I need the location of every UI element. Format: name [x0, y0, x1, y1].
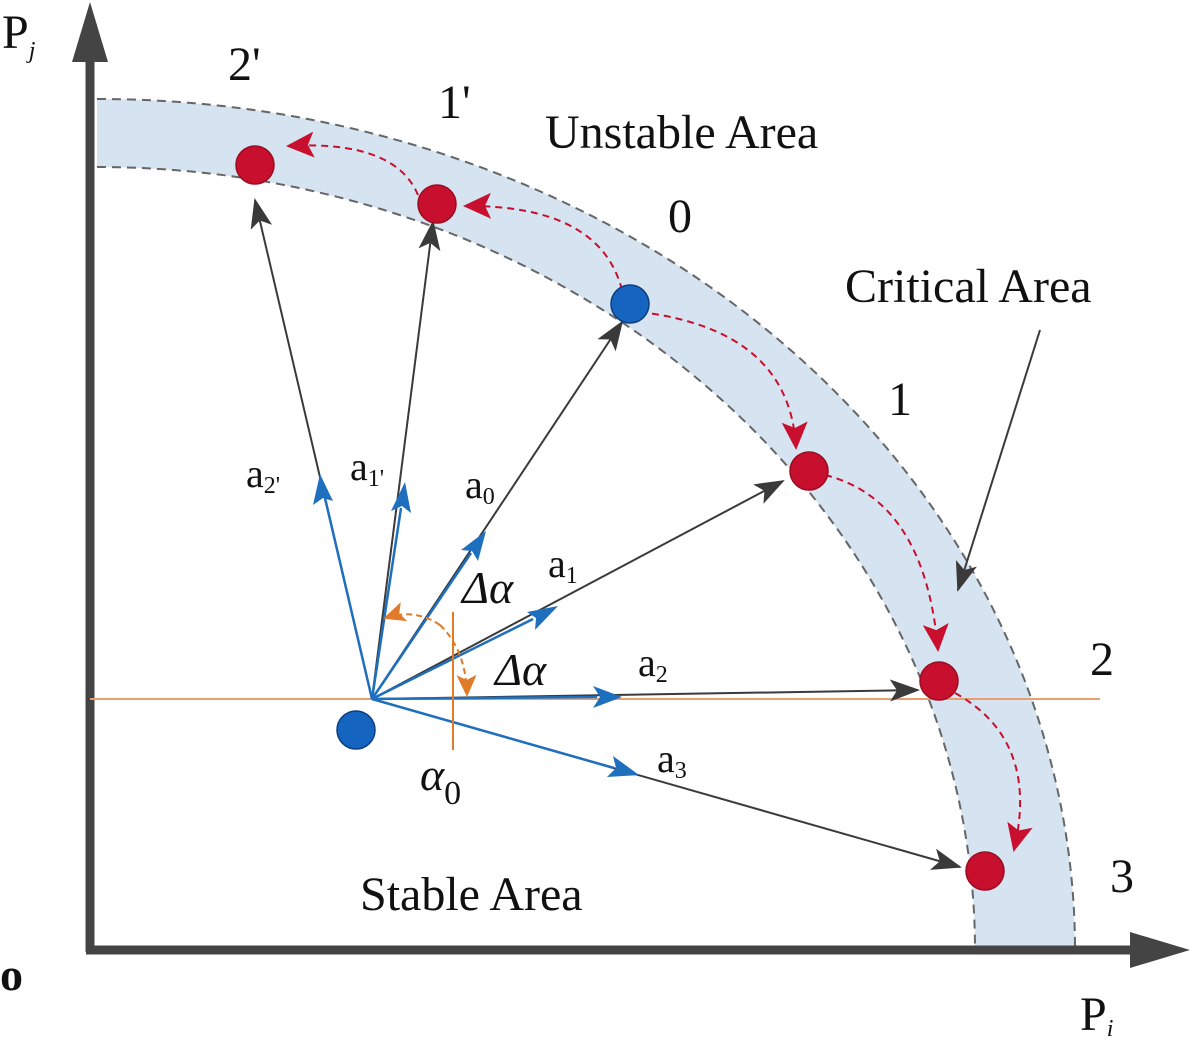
unit-a2p-line — [323, 497, 374, 700]
point-1 — [789, 451, 829, 491]
stable-area-label: Stable Area — [360, 868, 583, 921]
critical-band — [97, 99, 1075, 950]
point-label-0: 0 — [668, 190, 692, 243]
vector-label-a2: a2 — [638, 640, 668, 688]
delta-alpha-label-lower: Δα — [493, 644, 547, 695]
trajectory-1-to-2 — [824, 474, 949, 652]
critical-band-outer-edge — [96, 98, 1076, 951]
point-label-3: 3 — [1110, 850, 1134, 903]
delta-alpha-label-upper: Δα — [460, 562, 514, 613]
point-label-2p: 2' — [228, 38, 261, 91]
vector-label-a1p-sub: 1' — [368, 466, 384, 492]
vector-label-a0-sub: 0 — [483, 484, 495, 510]
alpha0-label: α0 — [420, 749, 461, 812]
point-label-1: 1 — [888, 373, 912, 426]
vector-label-a1: a1 — [548, 541, 578, 589]
vector-a1-line — [371, 480, 785, 700]
y-axis-label-sub: j — [26, 38, 36, 64]
x-axis-label: Pi — [1080, 988, 1113, 1036]
unit-a3-line — [371, 697, 615, 770]
unit-a3-arrowhead — [607, 756, 639, 777]
vector-label-a3: a3 — [657, 736, 687, 784]
vector-a1p-line — [371, 220, 441, 700]
unit-vectors — [313, 474, 639, 777]
critical-area-label: Critical Area — [845, 260, 1092, 313]
vector-label-a2p: a2' — [246, 451, 280, 499]
critical-band-inner-edge — [96, 166, 976, 951]
y-axis-label: Pj — [2, 6, 36, 64]
origin-label: o — [0, 949, 23, 1000]
vector-label-a0: a0 — [465, 462, 495, 510]
vector-label-a3-sub: 3 — [675, 758, 687, 784]
point-0 — [610, 284, 650, 324]
unit-a0-line — [370, 552, 473, 700]
unit-a2-line — [371, 695, 598, 701]
point-label-2: 2 — [1090, 633, 1114, 686]
alpha0-label-sub: 0 — [444, 775, 461, 812]
point-2 — [919, 661, 959, 701]
point-1p — [417, 184, 457, 224]
x-axis-label-sub: i — [1107, 1016, 1114, 1036]
y-axis-arrowhead — [72, 2, 108, 62]
point-2p — [235, 145, 275, 185]
unstable-area-label: Unstable Area — [545, 106, 818, 159]
delta-alpha-arc-upper — [383, 602, 441, 626]
trajectory-1p-to-2p — [286, 131, 419, 196]
origin-point — [336, 710, 376, 750]
unit-a1-arrowhead — [527, 606, 558, 630]
vector-label-a2p-sub: 2' — [264, 473, 280, 499]
unit-a1p-arrowhead — [391, 482, 411, 513]
trajectory-0-to-1p — [463, 192, 623, 291]
trajectory-2-to-3 — [954, 692, 1033, 852]
vector-label-a1p: a1' — [350, 444, 384, 492]
x-axis-arrowhead — [1130, 932, 1190, 968]
unit-a2p-arrowhead — [313, 474, 333, 505]
unit-a2-arrowhead — [593, 686, 622, 708]
vector-label-a2-sub: 2 — [656, 662, 668, 688]
trajectory-0-to-1 — [639, 311, 808, 450]
trajectory — [286, 131, 1033, 852]
vector-label-a1-sub: 1 — [566, 563, 578, 589]
unit-a1p-line — [370, 507, 403, 700]
point-3 — [965, 851, 1005, 891]
points — [235, 145, 1005, 891]
unit-a0-arrowhead — [461, 531, 486, 561]
angle-indicators — [383, 602, 477, 750]
critical-area-pointer — [955, 329, 1041, 592]
point-label-1p: 1' — [438, 76, 471, 129]
